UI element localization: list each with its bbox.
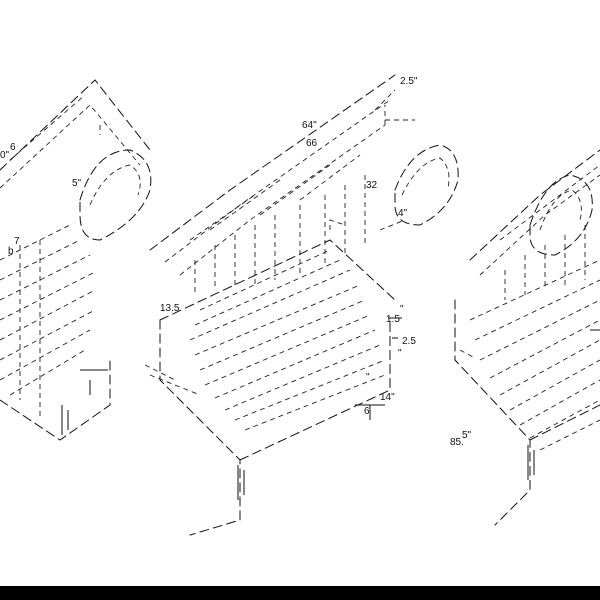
mid-dim-quote-b: "	[398, 348, 402, 359]
mid-dim-quote-a: "	[400, 304, 404, 315]
left-dim-6: 6	[10, 142, 16, 153]
mid-dim-1-5: 1.5	[386, 314, 400, 325]
mid-dim-13-5: 13.5	[160, 303, 180, 314]
mid-dim-2-5-right: 2.5	[402, 336, 416, 347]
mid-dim-quote-c: "	[366, 372, 370, 383]
left-dim-b: b	[8, 246, 14, 257]
right-sofa-drawing: 85. 5"	[450, 149, 600, 526]
left-dim-7: 7	[14, 236, 20, 247]
right-dim-85: 85.	[450, 437, 464, 448]
right-dim-5: 5"	[462, 430, 472, 441]
left-sofa-drawing: 0" 6 5" 7 b	[0, 79, 152, 441]
mid-dim-64: 64"	[302, 120, 317, 131]
mid-dim-66: 66	[306, 138, 318, 149]
middle-sofa-drawing: 2.5" 64" 66 32 4" 13.5 1.5 " 2.5 " 14" 6…	[144, 74, 459, 536]
left-dim-0: 0"	[0, 150, 10, 161]
mid-dim-14: 14"	[380, 392, 395, 403]
mid-dim-32: 32	[366, 180, 378, 191]
mid-dim-6: 6	[364, 406, 370, 417]
mid-dim-4: 4"	[398, 208, 408, 219]
bottom-black-bar	[0, 586, 600, 600]
left-dim-5: 5"	[72, 178, 82, 189]
mid-dim-2-5-top: 2.5"	[400, 76, 418, 87]
